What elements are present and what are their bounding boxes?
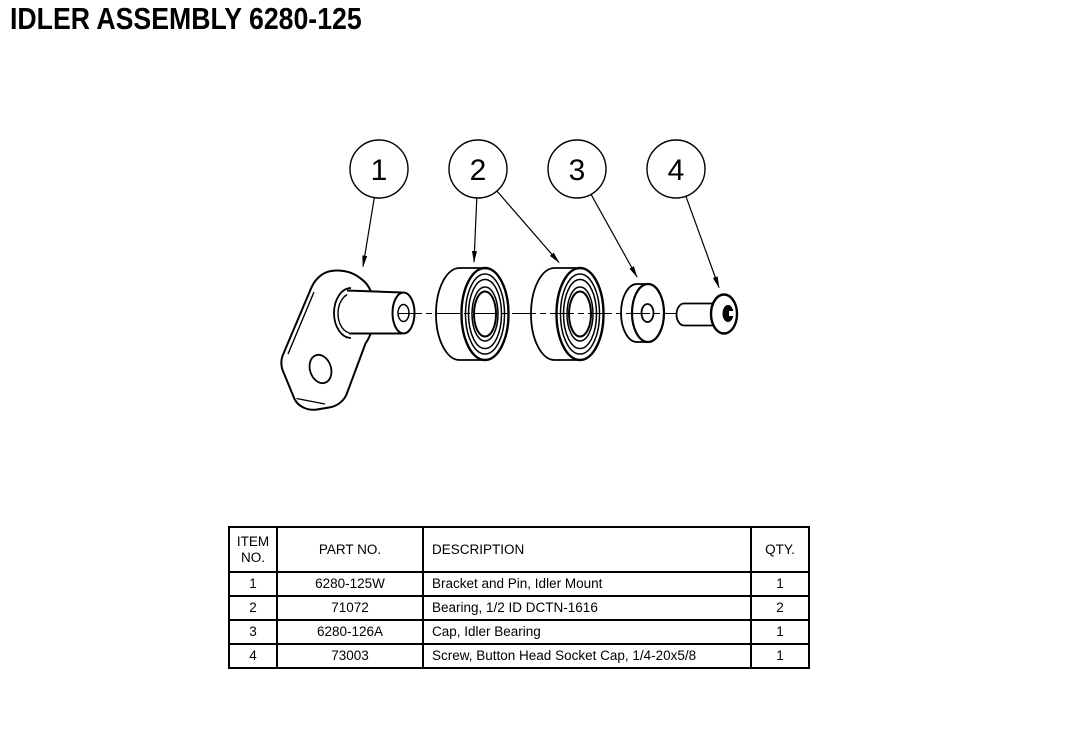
table-row: 4 73003 Screw, Button Head Socket Cap, 1… bbox=[228, 643, 810, 669]
cell-item: 4 bbox=[228, 643, 278, 669]
pin-body bbox=[347, 290, 402, 334]
leader-line-1 bbox=[362, 197, 375, 268]
pin-boss-arc-outer bbox=[333, 287, 352, 339]
cell-description: Screw, Button Head Socket Cap, 1/4-20x5/… bbox=[422, 643, 752, 669]
balloon-4: 4 bbox=[646, 139, 706, 199]
col-header-item-no: ITEM NO. bbox=[228, 526, 278, 573]
cell-item: 3 bbox=[228, 619, 278, 645]
cell-part: 71072 bbox=[276, 595, 424, 621]
screw-socket bbox=[722, 305, 734, 322]
table-row: 3 6280-126A Cap, Idler Bearing 1 bbox=[228, 619, 810, 645]
col-header-part-no: PART NO. bbox=[276, 526, 424, 573]
balloon-1: 1 bbox=[349, 139, 409, 199]
parts-table: ITEM NO. PART NO. DESCRIPTION QTY. 1 628… bbox=[228, 526, 810, 669]
balloon-3: 3 bbox=[547, 139, 607, 199]
cell-qty: 1 bbox=[750, 643, 810, 669]
cell-qty: 1 bbox=[750, 571, 810, 597]
pin-boss-arc-inner bbox=[337, 293, 352, 334]
pin-top-edge bbox=[346, 289, 403, 294]
cell-item: 1 bbox=[228, 571, 278, 597]
col-header-description: DESCRIPTION bbox=[422, 526, 752, 573]
balloon-3-circle bbox=[547, 139, 607, 199]
table-header-row: ITEM NO. PART NO. DESCRIPTION QTY. bbox=[228, 526, 810, 573]
balloon-4-label: 4 bbox=[668, 154, 685, 187]
balloon-leaders bbox=[362, 190, 720, 289]
balloon-1-circle bbox=[349, 139, 409, 199]
cell-item: 2 bbox=[228, 595, 278, 621]
balloon-2: 2 bbox=[448, 139, 508, 199]
leader-line-3 bbox=[590, 194, 638, 278]
part-bracket-pin bbox=[280, 269, 416, 411]
screw-shank bbox=[675, 302, 714, 327]
col-header-qty: QTY. bbox=[750, 526, 810, 573]
leader-line-2a bbox=[471, 197, 478, 263]
screw-socket-highlight bbox=[729, 311, 735, 316]
part-screw bbox=[675, 293, 739, 335]
page-title: IDLER ASSEMBLY 6280-125 bbox=[10, 1, 362, 36]
leader-line-4 bbox=[685, 196, 720, 289]
bracket-mount-hole bbox=[308, 353, 333, 385]
cell-part: 6280-125W bbox=[276, 571, 424, 597]
balloon-1-label: 1 bbox=[371, 154, 388, 187]
cell-qty: 1 bbox=[750, 619, 810, 645]
balloon-2-circle bbox=[448, 139, 508, 199]
cell-part: 73003 bbox=[276, 643, 424, 669]
table-row: 1 6280-125W Bracket and Pin, Idler Mount… bbox=[228, 571, 810, 597]
balloon-2-label: 2 bbox=[470, 154, 487, 187]
bearing-1-outer-rim bbox=[460, 266, 510, 362]
leader-line-2b bbox=[496, 190, 560, 264]
cell-qty: 2 bbox=[750, 595, 810, 621]
cell-description: Cap, Idler Bearing bbox=[422, 619, 752, 645]
balloon-3-label: 3 bbox=[569, 154, 586, 187]
cell-description: Bracket and Pin, Idler Mount bbox=[422, 571, 752, 597]
table-row: 2 71072 Bearing, 1/2 ID DCTN-1616 2 bbox=[228, 595, 810, 621]
balloon-4-circle bbox=[646, 139, 706, 199]
cell-part: 6280-126A bbox=[276, 619, 424, 645]
bracket-chamfer-edge bbox=[287, 291, 315, 355]
cell-description: Bearing, 1/2 ID DCTN-1616 bbox=[422, 595, 752, 621]
bracket-bottom-edge bbox=[296, 397, 326, 405]
